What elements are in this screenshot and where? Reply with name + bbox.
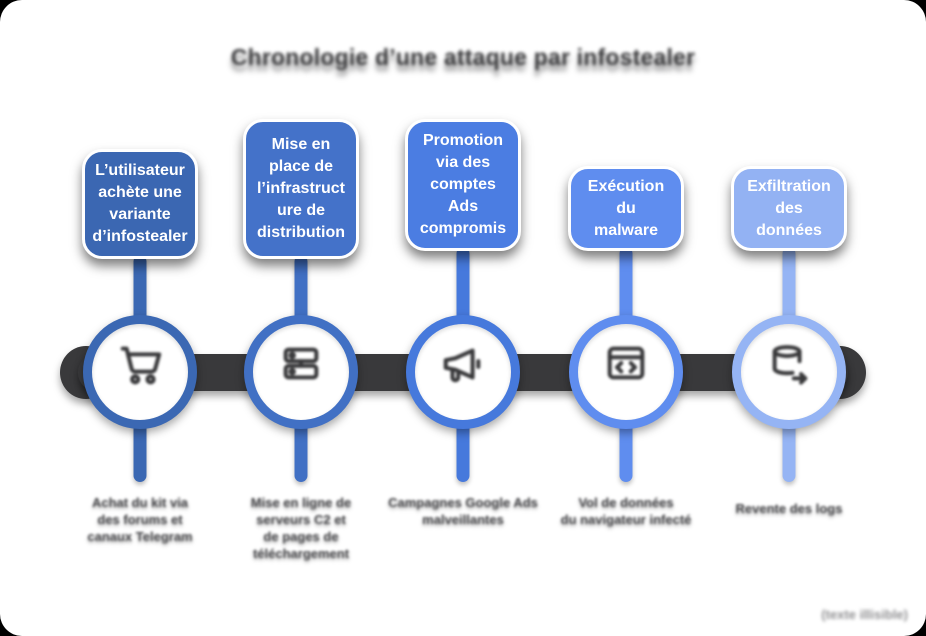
step-caption: Revente des logs	[735, 501, 843, 516]
step-column-2: Mise en place de l’infrastruct ure de di…	[216, 0, 386, 636]
connector-bottom	[456, 412, 470, 482]
connector-bottom	[133, 412, 147, 482]
step-column-4: Exécution du malware Vol de données du n…	[541, 0, 711, 636]
connector-bottom	[782, 412, 796, 482]
step-label-box: L’utilisateur achète une variante d’info…	[82, 149, 198, 259]
connector-top	[619, 247, 633, 325]
step-caption: Mise en ligne de serveurs C2 et de pages…	[250, 495, 352, 561]
step-caption: Vol de données du navigateur infecté	[560, 495, 692, 527]
step-column-5: Exfiltration des données Revente des log…	[704, 0, 874, 636]
server-infrastructure-icon	[278, 341, 324, 387]
step-column-3: Promotion via des comptes Ads compromis …	[378, 0, 548, 636]
connector-bottom	[294, 412, 308, 482]
connector-top	[133, 255, 147, 325]
connector-top	[294, 255, 308, 325]
database-export-icon	[766, 341, 812, 387]
timeline-node-circle	[569, 315, 683, 429]
connector-top	[456, 247, 470, 325]
step-label-box: Mise en place de l’infrastruct ure de di…	[243, 119, 359, 259]
step-column-1: L’utilisateur achète une variante d’info…	[55, 0, 225, 636]
step-label-box: Exfiltration des données	[731, 166, 847, 251]
megaphone-icon	[440, 341, 486, 387]
watermark-text: (texte illisible)	[821, 607, 908, 622]
connector-bottom	[619, 412, 633, 482]
step-label-box: Exécution du malware	[568, 166, 684, 251]
step-caption: Achat du kit via des forums et canaux Te…	[87, 495, 193, 544]
shopping-cart-icon	[117, 341, 163, 387]
page-title: Chronologie d’une attaque par infosteale…	[230, 44, 696, 70]
code-window-icon	[603, 341, 649, 387]
step-label-box: Promotion via des comptes Ads compromis	[405, 119, 521, 251]
connector-top	[782, 247, 796, 325]
step-caption: Campagnes Google Ads malveillantes	[388, 495, 538, 527]
timeline-node-circle	[244, 315, 358, 429]
